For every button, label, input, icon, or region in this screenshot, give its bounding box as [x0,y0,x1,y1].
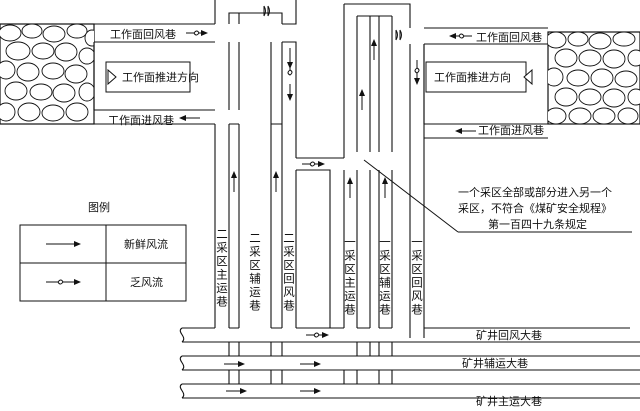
panel1-return-and-right-face [409,27,548,338]
note-leader-line [363,159,459,233]
label-panel2-aux-haulage: 二采区辅运巷 [248,232,262,313]
legend: 图例 新鲜风流 乏风流 [19,200,187,302]
label-left-return-airway: 工作面回风巷 [110,28,176,41]
panel2-top-link [214,0,283,24]
right-rock-block [547,31,640,125]
break-mark-1 [179,327,185,343]
air-doors [263,5,402,41]
legend-exhaust-air-label: 乏风流 [130,275,163,289]
air-door-icon [395,29,402,41]
label-right-return-airway: 工作面回风巷 [476,31,542,44]
exhaust-air-arrow-icon [306,333,328,337]
cross-connection [296,157,344,328]
label-panel2-main-haulage: 二采区主运巷 [215,228,229,309]
left-face-airways [94,23,215,125]
note-callout: 一个采区全部或部分进入另一个 采区，不符合《煤矿安全规程》 第一百四十九条规定 [363,159,632,233]
label-panel2-return: 二采区回风巷 [282,232,296,313]
air-door-icon [263,5,270,17]
panel2-return-top [270,0,297,158]
label-right-intake-airway: 工作面进风巷 [478,124,544,137]
exhaust-air-arrow-icon [46,280,80,284]
label-mine-main-haulage-main: 矿井主运大巷 [476,394,542,408]
exhaust-air-arrow-icon [287,64,293,76]
legend-title: 图例 [88,200,110,214]
label-panel1-main-haulage: 一采区主运巷 [343,236,357,317]
panel1-upper-roadways [356,15,393,152]
main-link-stubs-2 [228,370,393,384]
break-mark-3 [179,383,185,399]
label-right-advance-direction: 工作面推进方向 [434,70,511,84]
panel2-lower-roadways [214,124,297,328]
note-line-1: 一个采区全部或部分进入另一个 [458,185,612,199]
label-left-advance-direction: 工作面推进方向 [122,70,199,84]
right-rock-texture [548,32,640,124]
panel1-top [343,3,411,158]
legend-fresh-air-label: 新鲜风流 [124,237,168,251]
fresh-air-arrows [179,39,476,394]
exhaust-air-arrow-icon [415,60,419,84]
left-rock-block [0,23,95,125]
panel1-lower-roadways [343,170,393,328]
break-mark-2 [179,355,185,371]
exhaust-air-arrow-icon [450,34,472,38]
panel2-upper-roadways [228,42,283,110]
label-mine-aux-haulage-main: 矿井辅运大巷 [462,356,528,370]
right-advance-direction [425,61,533,93]
main-roadway-lines [182,341,640,399]
exhaust-air-arrow-icon [186,31,207,35]
label-panel1-aux-haulage: 一采区辅运巷 [378,236,392,317]
left-advance-direction [105,61,191,93]
note-line-3: 第一百四十九条规定 [488,217,587,231]
exhaust-air-arrows [186,31,472,337]
label-mine-return-main: 矿井回风大巷 [476,328,542,342]
left-rock-texture [0,24,94,122]
label-panel1-return: 一采区回风巷 [410,236,424,317]
note-line-2: 采区，不符合《煤矿安全规程》 [458,201,612,215]
exhaust-air-arrow-icon [302,162,324,166]
label-left-intake-airway: 工作面进风巷 [108,114,174,127]
main-link-stubs-1 [228,342,393,356]
